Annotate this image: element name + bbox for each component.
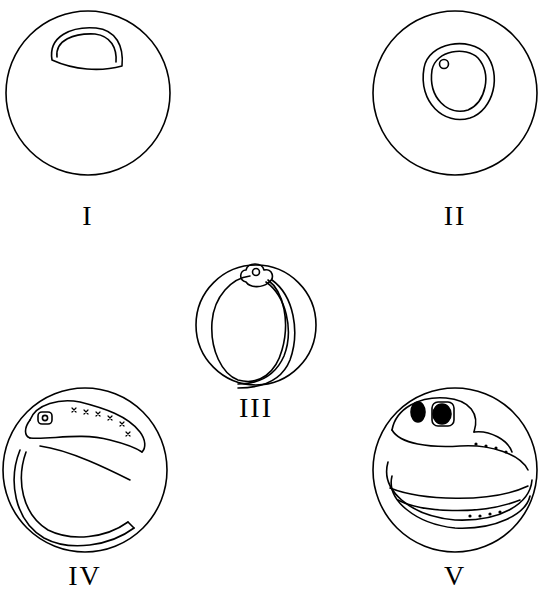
- stage-numeral: IV: [68, 562, 102, 590]
- egg-outline: [6, 11, 170, 175]
- stage-numeral: II: [444, 202, 467, 230]
- embryo-body: [212, 264, 295, 388]
- germ-ring: [423, 44, 494, 120]
- egg-outline: [373, 11, 537, 175]
- egg-outline: [196, 265, 316, 385]
- stage-numeral: I: [82, 202, 93, 230]
- embryo-body: [14, 401, 145, 546]
- stage-numeral: V: [444, 562, 466, 590]
- egg-outline: [373, 388, 537, 552]
- embryo-body: [387, 398, 532, 528]
- blastoderm-cap: [52, 28, 123, 70]
- stage-numeral: III: [239, 394, 273, 422]
- egg-outline: [3, 388, 167, 552]
